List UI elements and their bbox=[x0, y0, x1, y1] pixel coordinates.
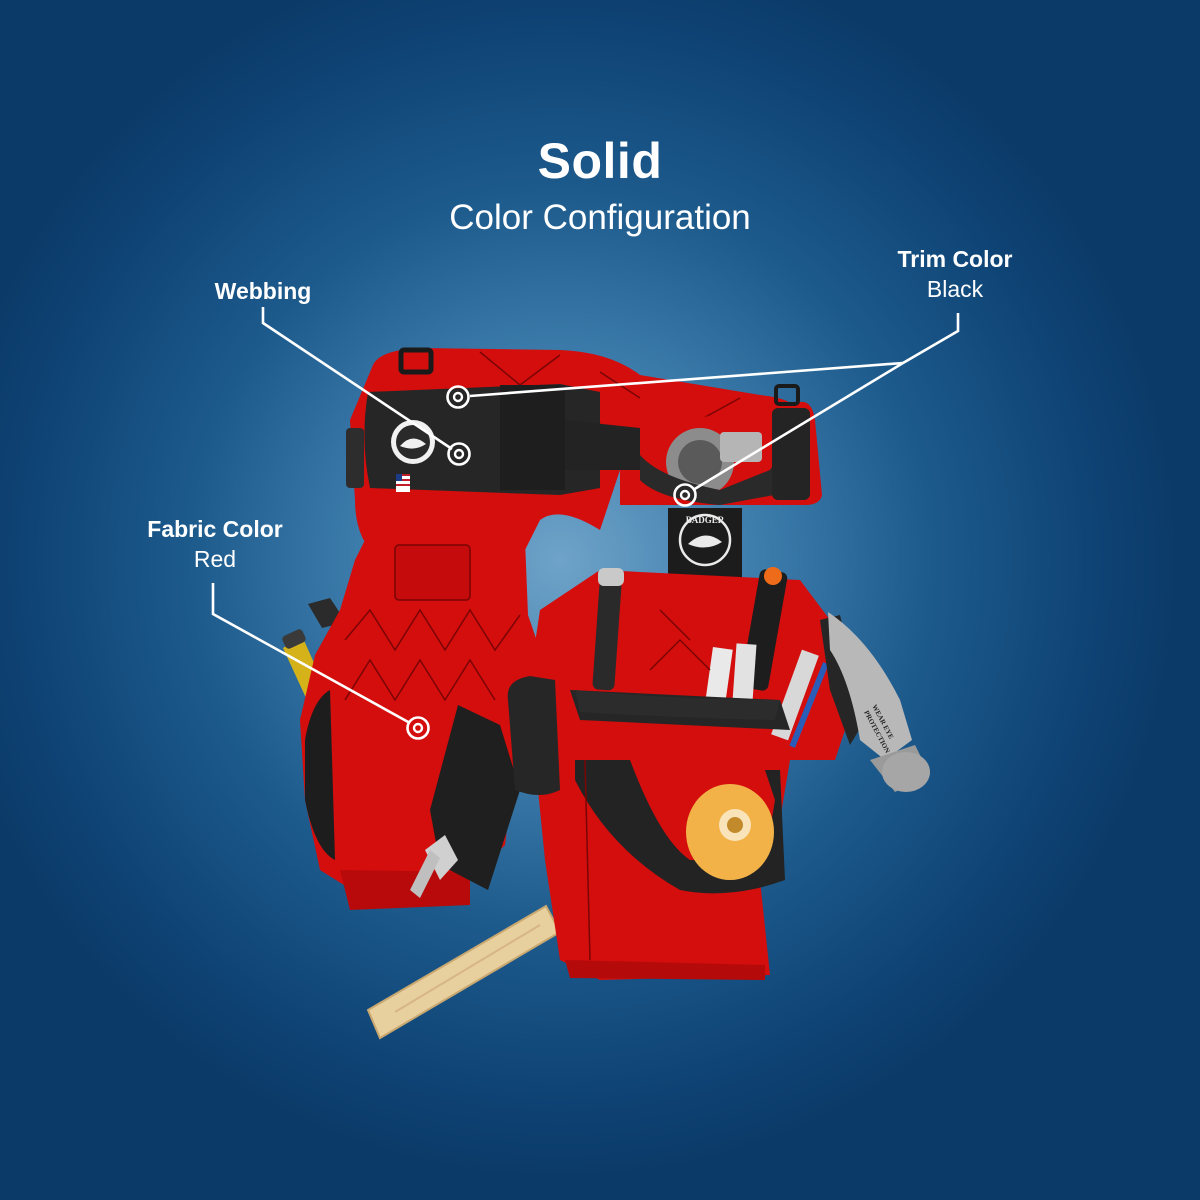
page-subtitle: Color Configuration bbox=[449, 198, 751, 237]
trim-color-value: Black bbox=[926, 276, 984, 302]
svg-text:BADGER: BADGER bbox=[686, 515, 725, 525]
webbing-callout: Webbing bbox=[163, 276, 363, 306]
page-title: Solid bbox=[537, 133, 663, 189]
fabric-color-value: Red bbox=[193, 546, 237, 572]
fabric-color-callout: Fabric Color Red bbox=[115, 514, 315, 574]
right-pouch bbox=[507, 567, 865, 980]
hammer-handle bbox=[366, 904, 562, 1040]
hammer-head: WEAR EYE PROTECTION bbox=[828, 612, 930, 792]
webbing-label: Webbing bbox=[214, 278, 312, 304]
trim-color-label: Trim Color bbox=[897, 246, 1013, 272]
fabric-color-label: Fabric Color bbox=[147, 516, 283, 542]
left-pouch bbox=[300, 530, 540, 910]
trim-color-callout: Trim Color Black bbox=[855, 244, 1055, 304]
